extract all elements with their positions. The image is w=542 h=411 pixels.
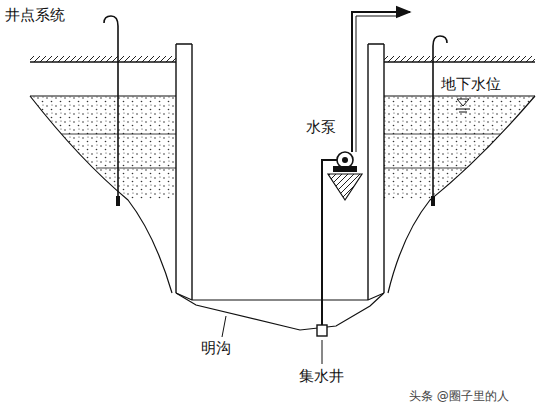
- leader-line: [322, 340, 323, 364]
- part-label: 集水井: [298, 367, 345, 385]
- layer-boundary: [384, 168, 466, 169]
- layer-boundary: [62, 134, 176, 135]
- well-point-pipe: [433, 36, 447, 205]
- water-level-symbol: [457, 99, 469, 106]
- sheet-pile: [368, 44, 384, 300]
- pump-body: [337, 152, 353, 168]
- sand-layer: [30, 96, 176, 200]
- open-ditch: [176, 293, 384, 330]
- pump-base: [333, 166, 357, 172]
- well-point-pipe: [104, 16, 118, 205]
- part-label: 井点系统: [4, 6, 66, 24]
- excavation-floor: [176, 293, 384, 300]
- ground-surface: [30, 61, 176, 62]
- watermark: 头条 @圈子里的人: [408, 389, 510, 403]
- drawdown-curve: [388, 96, 535, 293]
- well-point-filter: [116, 196, 120, 206]
- drawdown-curve: [30, 96, 172, 293]
- pump-hub: [342, 157, 348, 163]
- water-level-symbol: [456, 109, 470, 110]
- ground-hatch: [384, 56, 535, 62]
- pump-stand: [328, 174, 362, 200]
- layer-boundary: [384, 134, 500, 135]
- water-level-symbol: [459, 112, 467, 113]
- part-label: 明沟: [200, 339, 232, 357]
- layer-boundary: [384, 96, 535, 97]
- sheet-pile: [176, 44, 192, 300]
- ground-hatch: [30, 56, 176, 62]
- layer-boundary: [30, 96, 176, 97]
- ground-surface: [384, 61, 535, 62]
- suction-pipe: [322, 160, 337, 325]
- sump: [317, 325, 327, 336]
- part-label: 地下水位: [440, 75, 502, 93]
- well-point-filter: [431, 196, 435, 206]
- sand-layer: [384, 96, 535, 200]
- part-label: 水泵: [305, 118, 337, 136]
- discharge-pipe: [352, 12, 410, 152]
- discharge-pipe: [356, 16, 400, 152]
- layer-boundary: [96, 168, 176, 169]
- leader-line: [222, 316, 226, 337]
